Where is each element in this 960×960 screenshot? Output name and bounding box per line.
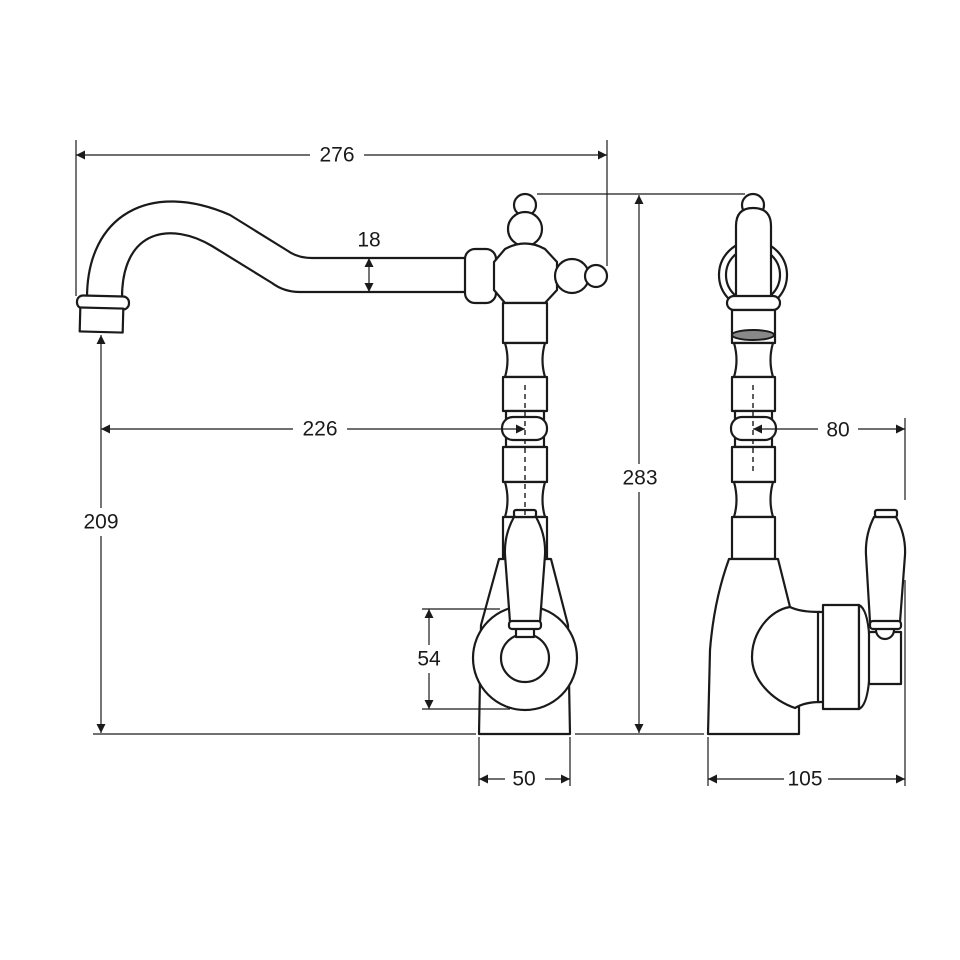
handle-lever bbox=[503, 515, 547, 624]
top-knob bbox=[506, 210, 544, 248]
label-105: 105 bbox=[787, 768, 822, 791]
side-finial bbox=[583, 263, 609, 289]
spout-inner bbox=[120, 232, 466, 299]
label-54: 54 bbox=[417, 648, 441, 671]
label-283: 283 bbox=[622, 467, 657, 490]
valve-body bbox=[750, 605, 822, 710]
aerator-bottom bbox=[731, 329, 775, 341]
spout-connector bbox=[463, 247, 498, 305]
aerator bbox=[78, 306, 125, 334]
handle-base-ring bbox=[868, 619, 903, 631]
handle-base-ring bbox=[507, 619, 543, 631]
central-hub bbox=[492, 242, 559, 305]
column-waist bbox=[503, 341, 547, 379]
dimension-labels: 276 18 226 209 283 54 50 105 80 bbox=[78, 142, 858, 792]
label-276: 276 bbox=[319, 144, 354, 167]
column-segment bbox=[730, 515, 777, 561]
column-waist bbox=[732, 341, 775, 379]
label-18: 18 bbox=[357, 229, 380, 252]
valve-cover bbox=[821, 603, 861, 711]
label-209: 209 bbox=[83, 511, 118, 534]
label-50: 50 bbox=[512, 768, 535, 791]
label-80: 80 bbox=[826, 419, 849, 442]
handle-hub-inner bbox=[499, 632, 551, 684]
column-waist bbox=[732, 480, 775, 519]
spout-outer bbox=[85, 200, 466, 299]
spout-pipe bbox=[734, 206, 773, 302]
column-segment bbox=[501, 301, 549, 345]
collar bbox=[725, 294, 782, 312]
side-view bbox=[706, 192, 907, 736]
label-226: 226 bbox=[302, 418, 337, 441]
handle-spindle bbox=[867, 630, 903, 686]
handle-cap bbox=[873, 508, 899, 519]
front-view bbox=[75, 192, 609, 736]
handle-lever bbox=[864, 515, 907, 624]
